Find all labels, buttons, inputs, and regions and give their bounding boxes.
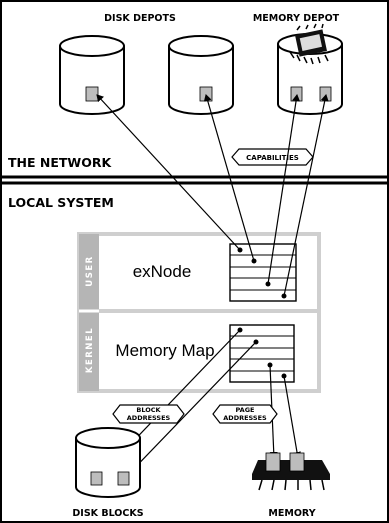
kernel-label: KERNEL	[85, 327, 95, 373]
local-disk	[75, 427, 141, 498]
exnode-label: exNode	[133, 262, 192, 281]
disk-block	[85, 86, 99, 102]
user-label: USER	[85, 255, 95, 286]
capabilities-label: CAPABILITIES	[246, 154, 299, 162]
exnode-table	[229, 243, 297, 302]
memory-page	[265, 452, 281, 472]
memory-depot	[277, 23, 343, 115]
memory-map-label: Memory Map	[115, 341, 214, 360]
disk-blocks-label: DISK BLOCKS	[72, 508, 143, 519]
chip-icon	[289, 23, 329, 65]
block-addresses-line1: BLOCK	[136, 406, 161, 414]
capabilities-tag: CAPABILITIES	[231, 148, 314, 166]
local-system-label: LOCAL SYSTEM	[8, 195, 114, 210]
page-addresses-line1: PAGE	[236, 406, 255, 414]
memory-page	[289, 452, 305, 472]
block-addresses-tag: BLOCK ADDRESSES	[112, 404, 185, 424]
exnode-pointers	[96, 94, 329, 299]
disk-block	[90, 471, 103, 486]
memory-map-table	[229, 324, 295, 383]
disk-depots-label: DISK DEPOTS	[104, 13, 176, 24]
disk-depot-1	[59, 35, 125, 115]
page-addresses-tag: PAGE ADDRESSES	[212, 404, 278, 424]
memory-chip-icon	[252, 452, 330, 491]
the-network-label: THE NETWORK	[8, 155, 112, 170]
page-addresses-line2: ADDRESSES	[223, 414, 267, 422]
memory-depot-label: MEMORY DEPOT	[253, 13, 340, 24]
block-addresses-line2: ADDRESSES	[127, 414, 171, 422]
disk-block	[199, 86, 213, 102]
disk-depot-2	[168, 35, 234, 115]
memory-label: MEMORY	[268, 508, 315, 519]
disk-block	[117, 471, 130, 486]
